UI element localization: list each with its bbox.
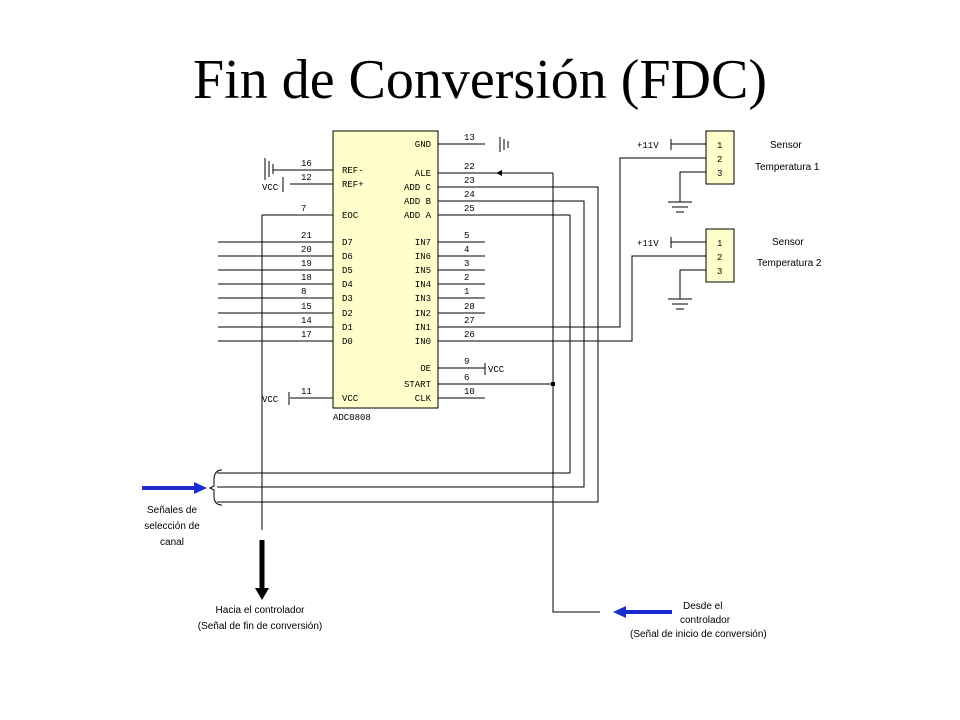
sensor-pin-labels: 1 2 3 1 2 3	[717, 141, 722, 277]
v11-label-2: +11V	[637, 239, 659, 249]
from-controller-arrow	[613, 606, 672, 618]
channel-select-arrow	[142, 482, 207, 494]
pin-label-right: ADD A	[404, 211, 432, 221]
sensor-2	[668, 228, 735, 310]
pin-label-right: GND	[415, 140, 431, 150]
vcc-label-pin11: VCC	[262, 395, 279, 405]
pin-number-left: 21	[301, 231, 312, 241]
channel-select-line3: canal	[160, 537, 184, 548]
pin-label-right: IN2	[415, 309, 431, 319]
pin-label-left: D7	[342, 238, 353, 248]
pin-number-right: 9	[464, 357, 469, 367]
from-controller-line2: controlador	[680, 615, 731, 626]
pin-number-right: 2	[464, 273, 469, 283]
pin-label-right: IN5	[415, 266, 431, 276]
pin-label-left: VCC	[342, 394, 359, 404]
pin-number-right: 24	[464, 190, 475, 200]
sensor-pin-number: 3	[717, 267, 722, 277]
adc-chip	[332, 130, 439, 409]
vcc-label-oe: VCC	[488, 365, 505, 375]
pin-label-left: D5	[342, 266, 353, 276]
to-controller-line1: Hacia el controlador	[216, 605, 306, 616]
channel-select-line2: selección de	[144, 521, 200, 532]
pin-label-left: REF+	[342, 180, 364, 190]
pin-label-right: CLK	[415, 394, 432, 404]
from-controller-line1: Desde el	[683, 601, 722, 612]
pin-label-right: OE	[420, 364, 431, 374]
pin-number-right: 28	[464, 302, 475, 312]
sensor-pin-number: 1	[717, 239, 722, 249]
data-bus-lines	[218, 241, 290, 342]
pin-number-left: 19	[301, 259, 312, 269]
start-wire	[438, 173, 600, 613]
pin-number-right: 10	[464, 387, 475, 397]
pin-label-left: D1	[342, 323, 353, 333]
pin-number-right: 5	[464, 231, 469, 241]
channel-select-line1: Señales de	[147, 505, 197, 516]
pin-label-right: IN4	[415, 280, 431, 290]
v11-label-1: +11V	[637, 141, 659, 151]
sensor-pin-number: 2	[717, 155, 722, 165]
pin-number-right: 6	[464, 373, 469, 383]
pin-number-left: 17	[301, 330, 312, 340]
pin-number-left: 7	[301, 204, 306, 214]
pin-label-right: IN3	[415, 294, 431, 304]
chip-name: ADC0808	[333, 413, 371, 423]
pin-number-left: 15	[301, 302, 312, 312]
pin-label-left: EOC	[342, 211, 359, 221]
pin-label-left: REF-	[342, 166, 364, 176]
pin-label-right: ALE	[415, 169, 431, 179]
pin-label-left: D3	[342, 294, 353, 304]
sensor-pin-number: 2	[717, 253, 722, 263]
eoc-wire	[261, 214, 333, 530]
pin-label-left: D2	[342, 309, 353, 319]
sensor-pin-number: 1	[717, 141, 722, 151]
pin-number-left: 11	[301, 387, 312, 397]
pin-label-right: IN6	[415, 252, 431, 262]
pin-number-right: 23	[464, 176, 475, 186]
pin-label-right: ADD B	[404, 197, 432, 207]
pin-label-left: D4	[342, 280, 353, 290]
pin-number-right: 13	[464, 133, 475, 143]
pin-number-right: 22	[464, 162, 475, 172]
sensor-1-title: Sensor	[770, 140, 802, 151]
sensor-pin-number: 3	[717, 169, 722, 179]
pin-label-right: START	[404, 380, 432, 390]
pin-label-right: IN1	[415, 323, 431, 333]
pin-number-right: 25	[464, 204, 475, 214]
address-wires	[208, 172, 599, 506]
page-title: Fin de Conversión (FDC)	[193, 49, 767, 111]
pin-number-left: 12	[301, 173, 312, 183]
pin-label-right: ADD C	[404, 183, 432, 193]
sensor-1	[668, 130, 735, 213]
vcc-label-ref: VCC	[262, 183, 279, 193]
pin-number-right: 4	[464, 245, 469, 255]
pin-number-right: 3	[464, 259, 469, 269]
pin-number-left: 16	[301, 159, 312, 169]
pin-number-right: 26	[464, 330, 475, 340]
pin-number-left: 18	[301, 273, 312, 283]
sensor-1-subtitle: Temperatura 1	[755, 162, 820, 173]
pin-number-left: 14	[301, 316, 312, 326]
ground-symbol-gnd	[499, 137, 509, 152]
ground-symbol-ref	[264, 158, 333, 192]
pin-label-right: IN7	[415, 238, 431, 248]
pin-number-right: 27	[464, 316, 475, 326]
pin-number-left: 8	[301, 287, 306, 297]
to-controller-line2: (Señal de fin de conversión)	[198, 621, 323, 632]
pin-number-right: 1	[464, 287, 469, 297]
sensor-2-title: Sensor	[772, 237, 804, 248]
pin-label-left: D6	[342, 252, 353, 262]
pin-label-right: IN0	[415, 337, 431, 347]
pin-number-left: 20	[301, 245, 312, 255]
sensor-2-subtitle: Temperatura 2	[757, 258, 822, 269]
from-controller-line3: (Señal de inicio de conversión)	[630, 629, 767, 640]
pin-label-left: D0	[342, 337, 353, 347]
sensor-wires	[438, 157, 706, 342]
